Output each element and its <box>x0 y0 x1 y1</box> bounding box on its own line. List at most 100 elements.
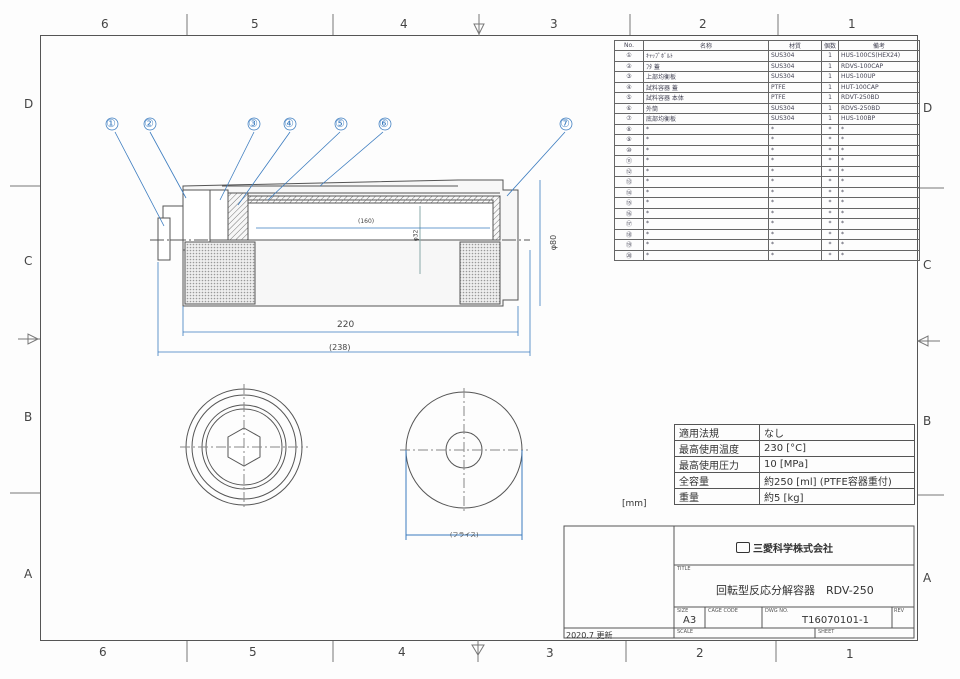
part-no: ⑦ <box>614 113 644 125</box>
part-name: * <box>643 197 769 209</box>
part-qty: * <box>820 155 840 167</box>
part-no: ⑯ <box>614 207 644 219</box>
zone-row-D-left: D <box>24 97 34 111</box>
part-remarks: * <box>838 197 921 209</box>
dim-inner-length: (160) <box>358 218 375 225</box>
part-remarks: HUS-100UP <box>838 71 921 83</box>
part-name: * <box>643 134 769 146</box>
part-no: ⑲ <box>614 239 644 251</box>
part-remarks: * <box>838 155 921 167</box>
part-name: ｷｬｯﾌﾟﾎﾞﾙﾄ <box>643 50 769 62</box>
table-row: ⑪**** <box>614 155 921 167</box>
part-qty: 1 <box>820 60 840 72</box>
part-remarks: * <box>838 207 921 219</box>
part-material: * <box>768 207 822 219</box>
part-name: * <box>643 228 769 240</box>
part-no: ⑫ <box>614 165 644 177</box>
part-no: ⑤ <box>614 92 644 104</box>
table-row: ⑮**** <box>614 197 921 209</box>
dim-length: 220 <box>337 320 355 330</box>
zone-row-A-left: A <box>24 567 33 581</box>
col-qty: 個数 <box>820 40 840 51</box>
part-remarks: * <box>838 123 921 135</box>
part-qty: * <box>820 165 840 177</box>
part-name: * <box>643 123 769 135</box>
unit-label: [mm] <box>622 499 647 509</box>
zone-row-C-left: C <box>24 254 33 268</box>
part-no: ⑭ <box>614 186 644 198</box>
zone-col-2-top: 2 <box>699 17 707 31</box>
part-no: ⑮ <box>614 197 644 209</box>
col-name: 名称 <box>643 40 769 51</box>
spec-row: 重量約5 [kg] <box>674 488 915 505</box>
part-name: 試料容器 蓋 <box>643 81 769 93</box>
part-material: * <box>768 228 822 240</box>
spec-label: 適用法規 <box>674 424 760 441</box>
table-row: ⑯**** <box>614 207 921 219</box>
spec-label: 最高使用圧力 <box>674 456 760 473</box>
part-material: SUS304 <box>768 50 822 62</box>
part-qty: 1 <box>820 92 840 104</box>
spec-value: 約5 [kg] <box>759 488 915 505</box>
part-remarks: * <box>838 186 921 198</box>
dim-end-view: (フライス) <box>450 532 479 539</box>
part-qty: * <box>820 228 840 240</box>
part-material: * <box>768 249 822 261</box>
part-qty: * <box>820 207 840 219</box>
part-name: 試料容器 本体 <box>643 92 769 104</box>
part-material: * <box>768 155 822 167</box>
part-remarks: * <box>838 165 921 177</box>
end-view-left <box>180 384 308 510</box>
part-remarks: RDVS-250BD <box>838 102 921 114</box>
table-row: ⑩**** <box>614 144 921 156</box>
sheet-label: SHEET <box>818 629 835 635</box>
part-no: ③ <box>614 71 644 83</box>
part-name: * <box>643 207 769 219</box>
part-no: ⑪ <box>614 155 644 167</box>
part-qty: 1 <box>820 50 840 62</box>
part-no: ⑰ <box>614 218 644 230</box>
title-label: TITLE <box>677 566 691 572</box>
zone-col-6-top: 6 <box>101 17 109 31</box>
spec-value: なし <box>759 424 915 441</box>
part-qty: * <box>820 197 840 209</box>
part-material: SUS304 <box>768 71 822 83</box>
size-value: A3 <box>683 615 697 626</box>
zone-ticks <box>10 14 944 662</box>
zone-col-3-bottom: 3 <box>546 646 554 660</box>
rev-label: REV <box>894 608 905 614</box>
part-no: ⑳ <box>614 249 644 261</box>
balloon-2: ② <box>144 117 154 130</box>
section-view <box>150 179 530 307</box>
table-row: ⑱**** <box>614 228 921 240</box>
part-name: 上部均衡板 <box>643 71 769 83</box>
balloon-7: ⑦ <box>560 117 570 130</box>
part-qty: * <box>820 218 840 230</box>
part-material: * <box>768 197 822 209</box>
table-row: ⑰**** <box>614 218 921 230</box>
dwg-no-label: DWG NO. <box>765 608 789 614</box>
parts-list-header: No. 名称 材質 個数 備考 <box>614 40 921 51</box>
part-name: * <box>643 249 769 261</box>
part-name: ﾌﾀ 蓋 <box>643 60 769 72</box>
zone-col-5-bottom: 5 <box>249 645 257 659</box>
table-row: ⑭**** <box>614 186 921 198</box>
zone-col-1-top: 1 <box>848 17 856 31</box>
part-remarks: * <box>838 218 921 230</box>
part-no: ⑧ <box>614 123 644 135</box>
part-material: * <box>768 239 822 251</box>
spec-label: 重量 <box>674 488 760 505</box>
part-material: * <box>768 176 822 188</box>
part-name: * <box>643 176 769 188</box>
table-row: ⑳**** <box>614 249 921 261</box>
part-qty: 1 <box>820 102 840 114</box>
part-no: ② <box>614 60 644 72</box>
spec-row: 全容量約250 [ml] (PTFE容器重付) <box>674 472 915 489</box>
